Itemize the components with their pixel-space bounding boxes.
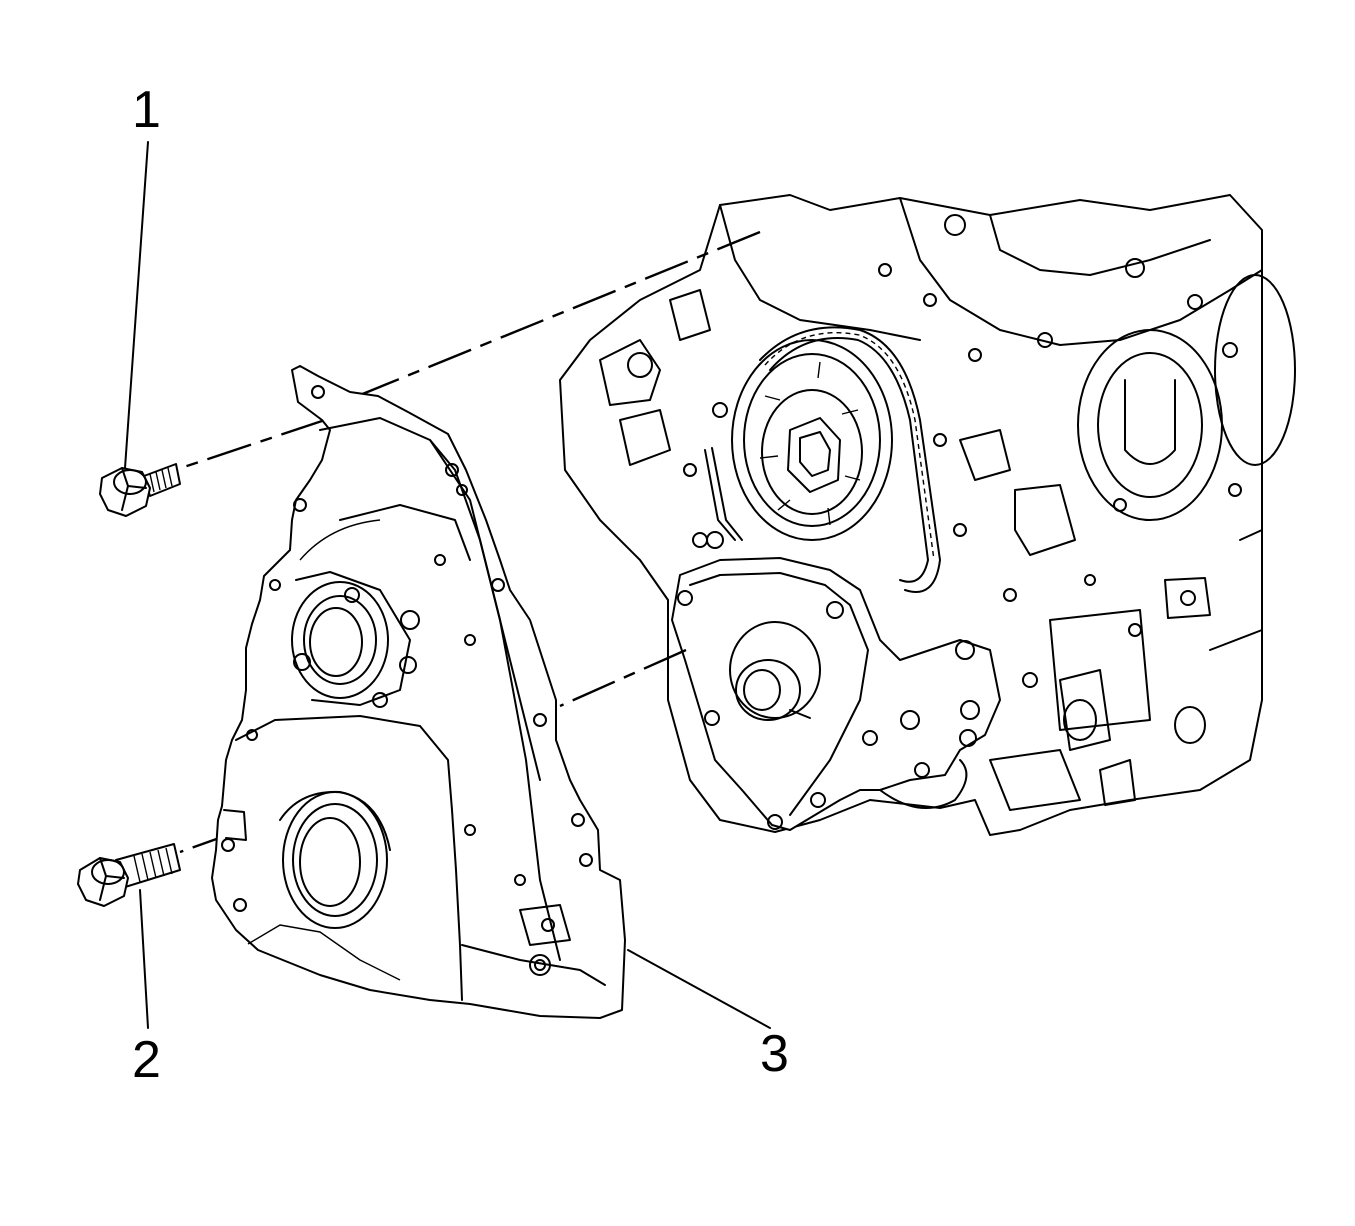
front-cover bbox=[211, 365, 626, 1019]
callout-label-front-cover: 3 bbox=[760, 1025, 789, 1083]
callout-leaders bbox=[124, 141, 771, 1029]
oil-pump bbox=[671, 531, 1001, 831]
callout-label-bolt-upper: 1 bbox=[132, 81, 161, 139]
bolt-lower bbox=[77, 843, 181, 907]
engine-block bbox=[559, 194, 1296, 836]
bolt-upper bbox=[99, 463, 181, 517]
cam-sprocket bbox=[731, 339, 893, 541]
callout-label-bolt-lower: 2 bbox=[132, 1031, 161, 1089]
